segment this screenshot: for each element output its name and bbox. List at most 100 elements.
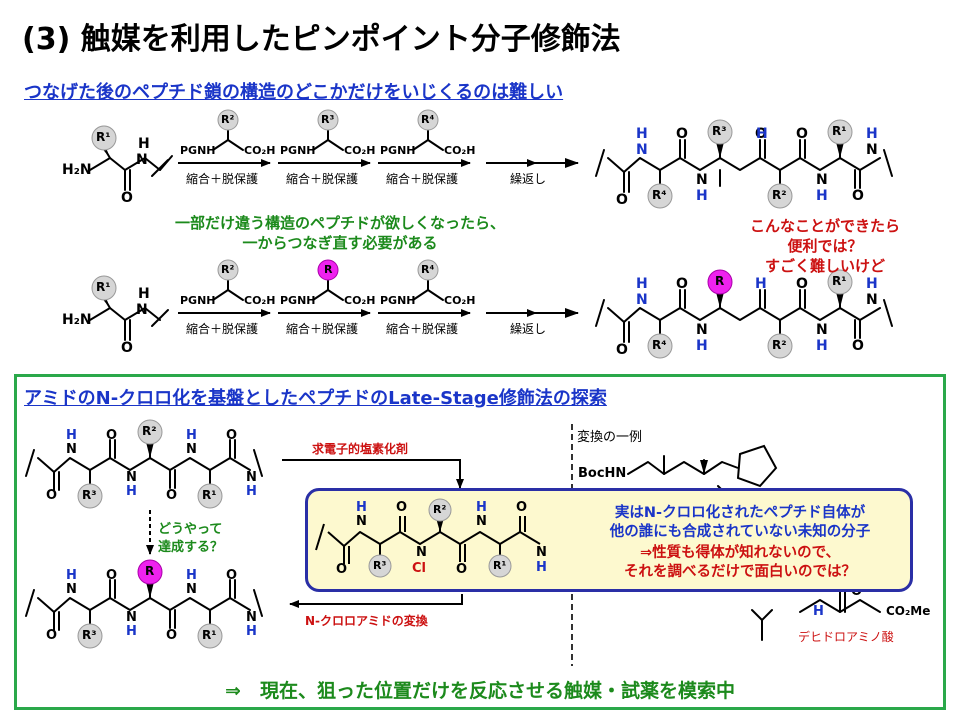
reagent-pgnh-2: PGNH xyxy=(280,144,316,157)
step-couple-3: 縮合＋脱保護 xyxy=(386,172,459,186)
c2-n-4: N xyxy=(246,610,257,625)
c2-n-3: N xyxy=(126,610,137,625)
cb-h-4: H xyxy=(536,560,547,575)
reagent-r2-2: R² xyxy=(221,263,235,276)
reagent-label: 求電子的塩素化剤 xyxy=(312,442,409,456)
step-couple-6: 縮合＋脱保護 xyxy=(386,322,459,336)
p2-r1: R¹ xyxy=(832,274,847,288)
c1-h-4: H xyxy=(246,484,257,499)
transform-label: N-クロロアミドの変換 xyxy=(305,614,428,628)
reagent-r2-1: R² xyxy=(221,113,235,126)
p1-h-1: H xyxy=(636,126,648,142)
p2-n-3: N xyxy=(696,322,708,338)
cb-h-2: H xyxy=(476,500,487,515)
c2-r1: R¹ xyxy=(202,628,217,642)
green-note-line1: 一部だけ違う構造のペプチドが欲しくなったら、 xyxy=(174,214,505,232)
c1-r1: R¹ xyxy=(202,488,217,502)
c1-o-2: O xyxy=(226,428,238,443)
c2-h-4: H xyxy=(246,624,257,639)
p2-r2: R² xyxy=(772,338,787,352)
p1-o-5: O xyxy=(852,188,864,204)
reagent-co2h-6: CO₂H xyxy=(444,294,476,307)
callout-line2: 他の誰にも合成されていない未知の分子 xyxy=(609,524,871,540)
c1-r2: R² xyxy=(142,424,157,438)
p1-n-1: N xyxy=(636,142,648,158)
p2-o-3: O xyxy=(796,276,808,292)
p2-n-4: N xyxy=(816,322,828,338)
reagent-pgnh-4: PGNH xyxy=(180,294,216,307)
label-r1: R¹ xyxy=(96,130,111,144)
cb-n-1: N xyxy=(356,514,367,529)
reagent-r4-2: R⁴ xyxy=(421,263,435,276)
cb-r1: R¹ xyxy=(493,559,507,572)
c2-r3: R³ xyxy=(82,628,97,642)
green-note-line2: 一からつなぎ直す必要がある xyxy=(242,234,438,252)
label-h-2: H xyxy=(138,286,150,302)
p2-o-1: O xyxy=(676,276,688,292)
callout-line4: それを調べるだけで面白いのでは？ xyxy=(624,564,856,580)
p2-n-2: N xyxy=(866,292,878,308)
reagent-co2h-5: CO₂H xyxy=(344,294,376,307)
c2-n-2: N xyxy=(186,582,197,597)
p2-h-2: H xyxy=(866,276,878,292)
label-h: H xyxy=(138,136,150,152)
c1-h-3: H xyxy=(126,484,137,499)
p2-o-5: O xyxy=(852,338,864,354)
how-line2: 達成する？ xyxy=(158,540,224,555)
reagent-r4-1: R⁴ xyxy=(421,113,435,126)
p2-r: R xyxy=(715,274,725,288)
callout-line1: 実はN-クロロ化されたペプチド自体が xyxy=(614,505,866,521)
p2-r4: R⁴ xyxy=(652,338,667,352)
label-n: N xyxy=(136,152,148,168)
section-subtitle: つなげた後のペプチド鎖の構造のどこかだけをいじくるのは難しい xyxy=(24,82,564,103)
reagent-pgnh-6: PGNH xyxy=(380,294,416,307)
label-o-2: O xyxy=(121,340,133,356)
cb-o-4: O xyxy=(456,562,468,577)
dehydro-label: デヒドロアミノ酸 xyxy=(798,630,894,644)
p2-h-3: H xyxy=(696,338,708,354)
red-note-line2: 便利では？ xyxy=(787,237,863,255)
reagent-co2h-2: CO₂H xyxy=(344,144,376,157)
callout-chain xyxy=(315,498,541,578)
boc-label: BocHN xyxy=(578,466,627,481)
c1-o-1: O xyxy=(106,428,118,443)
c2-o-3: O xyxy=(46,628,58,643)
reagent-pgnh-1: PGNH xyxy=(180,144,216,157)
p1-r1: R¹ xyxy=(832,124,847,138)
c1-r3: R³ xyxy=(82,488,97,502)
reagent-r-2: R xyxy=(324,263,333,276)
c2-o-2: O xyxy=(226,568,238,583)
callout-line3: ⇒性質も得体が知れないので、 xyxy=(639,545,841,561)
p2-h-4: H xyxy=(755,276,767,292)
c1-n-1: N xyxy=(66,442,77,457)
p1-h-2: H xyxy=(866,126,878,142)
p1-n-4: N xyxy=(816,172,828,188)
cb-cl: Cl xyxy=(412,561,426,576)
label-h2n-2: H₂N xyxy=(62,312,92,328)
step-repeat-1: 繰返し xyxy=(510,172,547,186)
p1-o-2: O xyxy=(755,126,767,142)
p1-r3: R³ xyxy=(712,124,727,138)
c1-o-4: O xyxy=(166,488,178,503)
label-n-2: N xyxy=(136,302,148,318)
c2-h-3: H xyxy=(126,624,137,639)
step-couple-1: 縮合＋脱保護 xyxy=(186,172,259,186)
p1-o-3: O xyxy=(796,126,808,142)
how-line1: どうやって xyxy=(158,522,223,537)
reagent-co2h-3: CO₂H xyxy=(444,144,476,157)
p1-o-4: O xyxy=(616,192,628,208)
cb-o-2: O xyxy=(516,500,528,515)
red-note-line1: こんなことができたら xyxy=(749,217,900,235)
bottom-conclusion: ⇒ 現在、狙った位置だけを反応させる触媒・試薬を模索中 xyxy=(225,680,735,702)
p1-o-1: O xyxy=(676,126,688,142)
p1-r4: R⁴ xyxy=(652,188,667,202)
step-couple-5: 縮合＋脱保護 xyxy=(286,322,359,336)
c2-n-1: N xyxy=(66,582,77,597)
cb-h-1: H xyxy=(356,500,367,515)
c1-o-3: O xyxy=(46,488,58,503)
c2-o-1: O xyxy=(106,568,118,583)
research-panel xyxy=(14,374,946,710)
p1-r2: R² xyxy=(772,188,787,202)
example-label: 変換の一例 xyxy=(577,430,643,445)
